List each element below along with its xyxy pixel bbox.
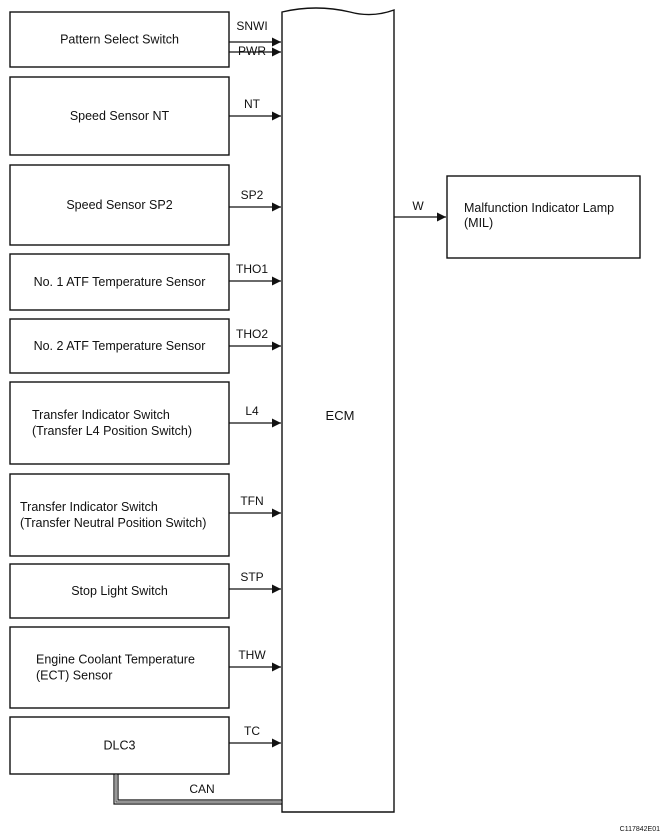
- pattern-select-switch-signal-pwr: PWR: [238, 44, 266, 58]
- can-bus-line-outer: [113, 774, 282, 805]
- speed-sensor-sp2-label-line-1: Speed Sensor SP2: [66, 198, 172, 212]
- engine-coolant-temperature-sensor-signal-thw: THW: [238, 648, 266, 662]
- dlc3-signal-tc: TC: [244, 724, 260, 738]
- engine-coolant-temperature-sensor-label-line-1: Engine Coolant Temperature: [36, 653, 195, 667]
- can-bus-line-inner: [117, 774, 282, 801]
- pattern-select-switch-signal-snwi: SNWI: [236, 19, 267, 33]
- engine-coolant-temperature-sensor-box: [9, 626, 230, 709]
- mil-label-line-2: (MIL): [464, 216, 493, 230]
- mil-box: [446, 175, 641, 259]
- no1-atf-temperature-sensor-box: [9, 253, 230, 311]
- no2-atf-temperature-sensor-box: [9, 318, 230, 374]
- speed-sensor-nt-signal-nt: NT: [244, 97, 261, 111]
- can-bus-line-core: [115, 774, 282, 803]
- ecm-block: [281, 7, 395, 813]
- engine-coolant-temperature-sensor-label-line-2: (ECT) Sensor: [36, 669, 112, 683]
- speed-sensor-nt-label-line-1: Speed Sensor NT: [70, 109, 170, 123]
- transfer-indicator-switch-l4-label-line-1: Transfer Indicator Switch: [32, 408, 170, 422]
- no1-atf-temperature-sensor-label-line-1: No. 1 ATF Temperature Sensor: [34, 275, 206, 289]
- transfer-indicator-switch-neutral-label-line-1: Transfer Indicator Switch: [20, 500, 158, 514]
- no2-atf-temperature-sensor-label-line-1: No. 2 ATF Temperature Sensor: [34, 339, 206, 353]
- can-bus-label: CAN: [189, 782, 214, 796]
- pattern-select-switch-box: [9, 11, 230, 68]
- speed-sensor-sp2-signal-sp2: SP2: [241, 188, 264, 202]
- mil-label-line-1: Malfunction Indicator Lamp: [464, 201, 614, 215]
- output-signal-label: W: [412, 199, 424, 213]
- dlc3-box: [9, 716, 230, 775]
- no2-atf-temperature-sensor-signal-tho2: THO2: [236, 327, 268, 341]
- transfer-indicator-switch-neutral-label-line-2: (Transfer Neutral Position Switch): [20, 516, 206, 530]
- ecm-label: ECM: [326, 408, 355, 423]
- pattern-select-switch-label-line-1: Pattern Select Switch: [60, 33, 179, 47]
- transfer-indicator-switch-neutral-signal-tfn: TFN: [240, 494, 263, 508]
- figure-code: C117842E01: [620, 826, 660, 833]
- speed-sensor-sp2-box: [9, 164, 230, 246]
- transfer-indicator-switch-l4-label-line-2: (Transfer L4 Position Switch): [32, 424, 192, 438]
- stop-light-switch-signal-stp: STP: [240, 570, 263, 584]
- stop-light-switch-box: [9, 563, 230, 619]
- stop-light-switch-label-line-1: Stop Light Switch: [71, 584, 168, 598]
- no1-atf-temperature-sensor-signal-tho1: THO1: [236, 262, 268, 276]
- dlc3-label-line-1: DLC3: [104, 739, 136, 753]
- transfer-indicator-switch-neutral-box: [9, 473, 230, 557]
- transfer-indicator-switch-l4-signal-l4: L4: [245, 404, 259, 418]
- transfer-indicator-switch-l4-box: [9, 381, 230, 465]
